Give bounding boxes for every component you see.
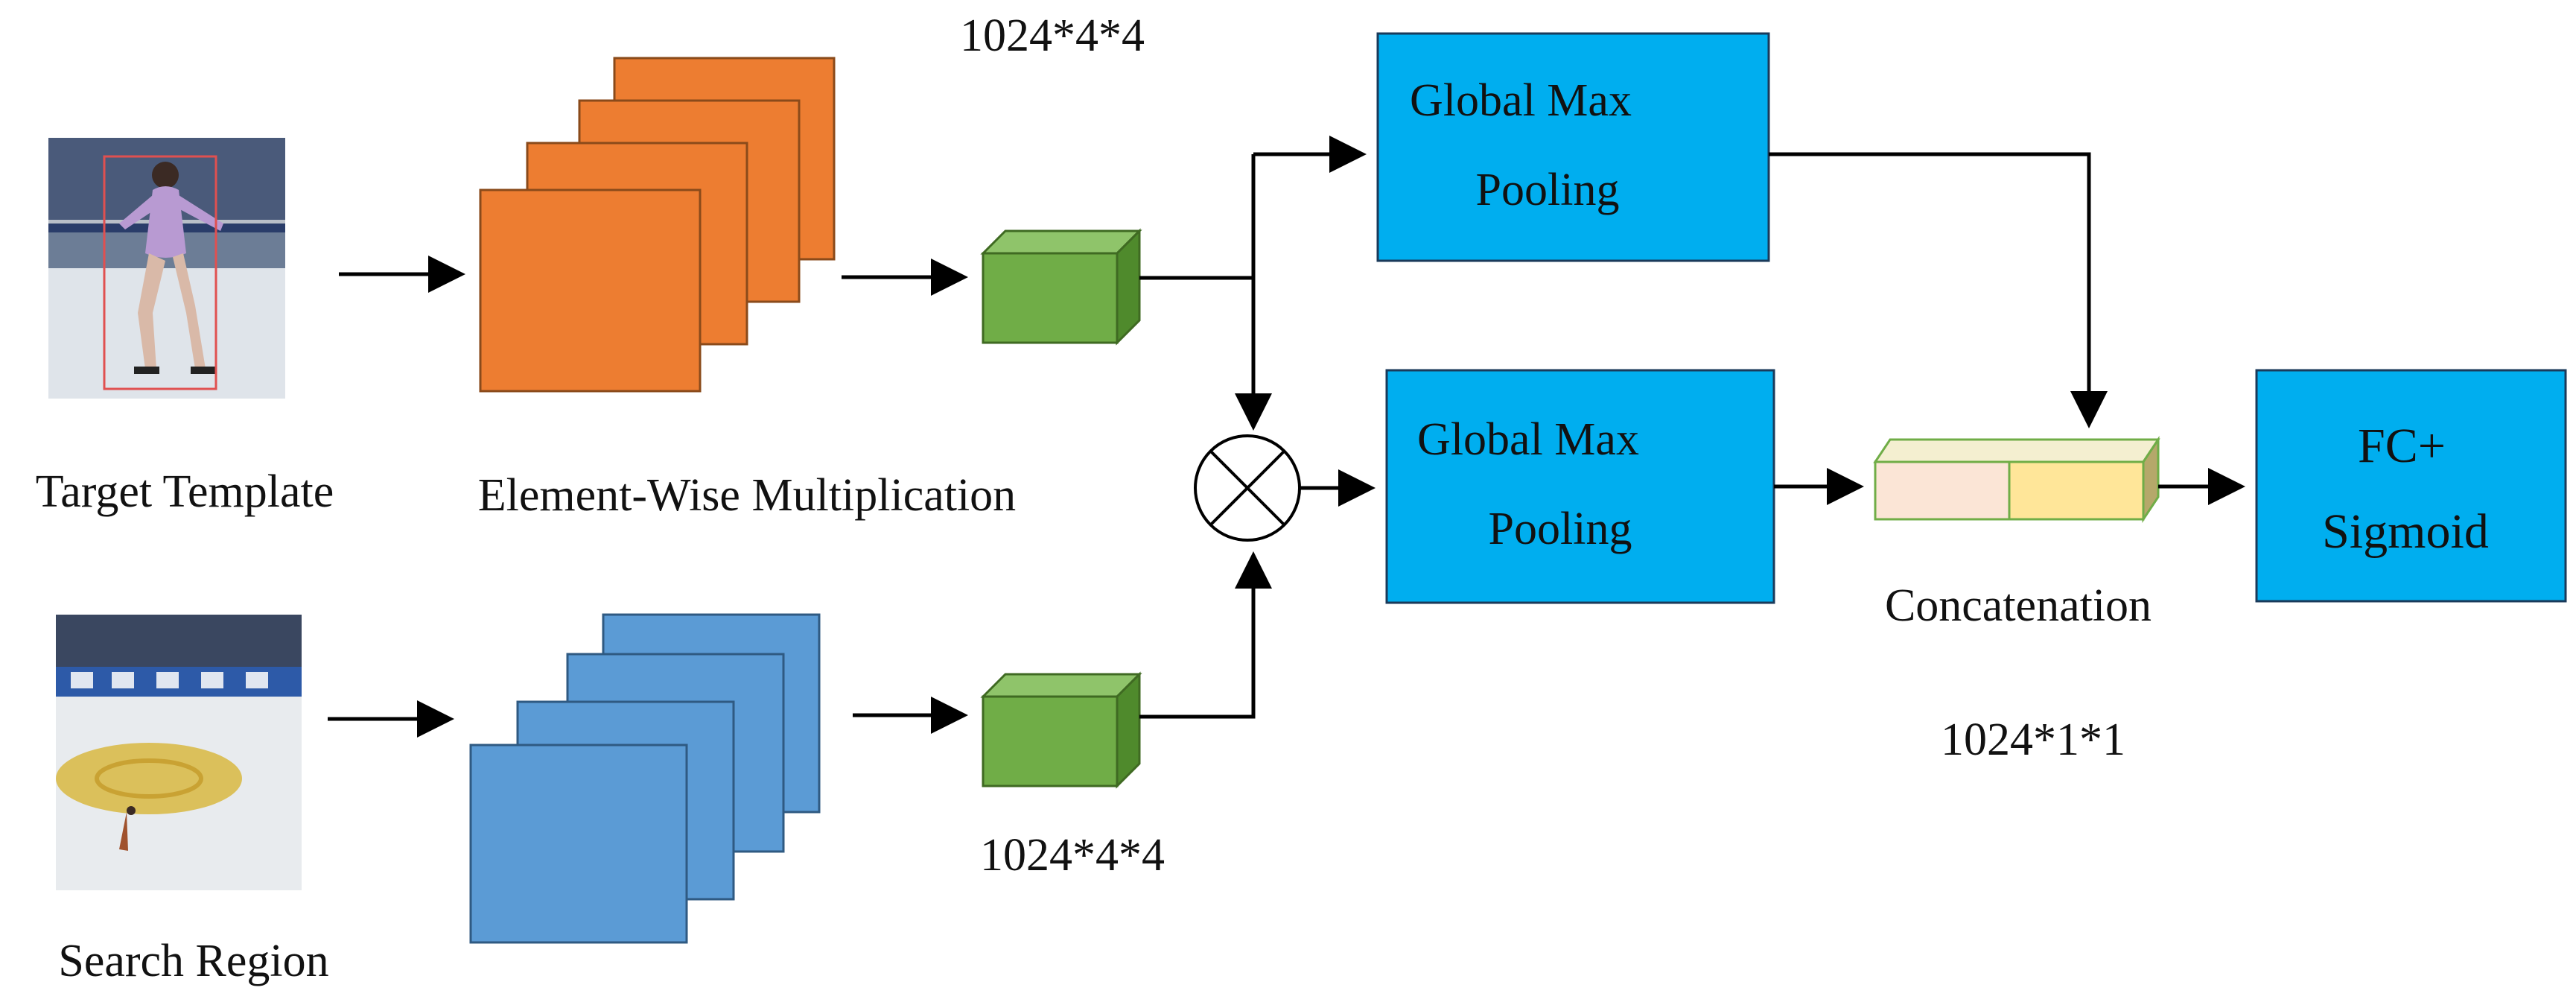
target-template-label: Target Template xyxy=(36,466,334,517)
blue-feature-stack xyxy=(469,613,821,944)
orange-feature-stack xyxy=(479,57,836,393)
gmp-top-line1: Global Max xyxy=(1410,75,1632,126)
green-cube-top xyxy=(980,228,1142,346)
search-region-image xyxy=(56,615,302,890)
element-wise-label: Element-Wise Multiplication xyxy=(478,470,1016,521)
dim-label-top: 1024*4*4 xyxy=(960,10,1145,61)
circle-times-icon xyxy=(1194,434,1301,542)
gmp-mid-line2: Pooling xyxy=(1489,504,1632,554)
fc-line1: FC+ xyxy=(2358,419,2446,473)
concatenation-bar xyxy=(1873,436,2160,523)
green-cube-bottom xyxy=(980,671,1142,789)
dim-label-bottom: 1024*4*4 xyxy=(980,830,1165,881)
gmp-mid-line1: Global Max xyxy=(1417,414,1639,465)
global-max-pooling-top-box xyxy=(1376,32,1770,262)
concatenation-label: Concatenation xyxy=(1885,580,2152,631)
connectors xyxy=(328,136,2245,738)
fc-line2: Sigmoid xyxy=(2322,504,2489,559)
target-template-image xyxy=(48,138,285,399)
dim-label-concat: 1024*1*1 xyxy=(1941,714,2125,765)
fc-sigmoid-box xyxy=(2255,369,2567,603)
global-max-pooling-mid-box xyxy=(1385,369,1775,604)
gmp-top-line2: Pooling xyxy=(1476,165,1620,215)
search-region-label: Search Region xyxy=(58,936,328,986)
